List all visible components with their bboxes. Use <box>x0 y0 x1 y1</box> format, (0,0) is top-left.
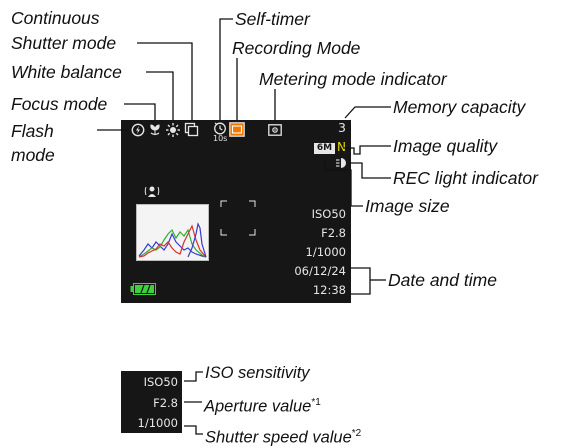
recording-mode-label: Recording Mode <box>232 38 361 58</box>
mini-iso-value: ISO50 <box>143 375 178 389</box>
battery-icon <box>130 283 156 295</box>
image-quality-value: N <box>337 140 346 154</box>
flash-mode-label-line2: mode <box>11 145 55 165</box>
time-value: 12:38 <box>312 283 346 297</box>
focus-mode-label: Focus mode <box>11 94 108 114</box>
metering-icon <box>268 124 282 136</box>
image-size-badge <box>314 143 335 154</box>
flash-icon <box>131 123 145 137</box>
memory-capacity-label: Memory capacity <box>393 97 526 117</box>
white-balance-sun-icon <box>166 123 180 137</box>
image-size-label: Image size <box>365 196 450 216</box>
metering-mode-label: Metering mode indicator <box>259 69 447 89</box>
mini-aperture-value: F2.8 <box>153 396 178 410</box>
mini-lcd-screen <box>121 371 182 433</box>
image-size-value: 6M <box>316 143 333 153</box>
self-timer-value: 10s <box>213 134 228 143</box>
iso-sensitivity-label: ISO sensitivity <box>205 364 310 382</box>
recording-mode-icon <box>229 122 245 137</box>
memory-capacity-value: 3 <box>338 120 346 135</box>
mini-shutter-value: 1/1000 <box>137 416 178 430</box>
continuous-shutter-label-line2: Shutter mode <box>11 33 117 53</box>
image-quality-label: Image quality <box>393 136 498 156</box>
iso-value: ISO50 <box>311 207 346 221</box>
continuous-shutter-icon <box>184 122 199 137</box>
continuous-shutter-label-line1: Continuous <box>11 8 100 28</box>
rec-light-label: REC light indicator <box>393 168 538 188</box>
aperture-value-label: Aperture value*1 <box>204 397 321 416</box>
focus-frame <box>220 200 256 236</box>
aperture-value: F2.8 <box>321 226 346 240</box>
shutter-value: 1/1000 <box>305 245 346 259</box>
face-detect-icon <box>144 186 160 197</box>
date-value: 06/12/24 <box>294 264 346 278</box>
rec-light-icon <box>336 158 346 168</box>
aperture-footnote: *1 <box>311 397 321 408</box>
self-timer-label: Self-timer <box>235 9 310 29</box>
self-timer-icon <box>214 122 226 135</box>
flash-mode-label-line1: Flash <box>11 121 54 141</box>
date-time-label: Date and time <box>388 270 497 290</box>
focus-macro-icon <box>150 124 160 136</box>
shutter-footnote: *2 <box>351 428 362 439</box>
white-balance-label: White balance <box>11 62 122 82</box>
shutter-speed-label: Shutter speed value*2 <box>205 428 362 447</box>
histogram-icon <box>136 204 209 261</box>
